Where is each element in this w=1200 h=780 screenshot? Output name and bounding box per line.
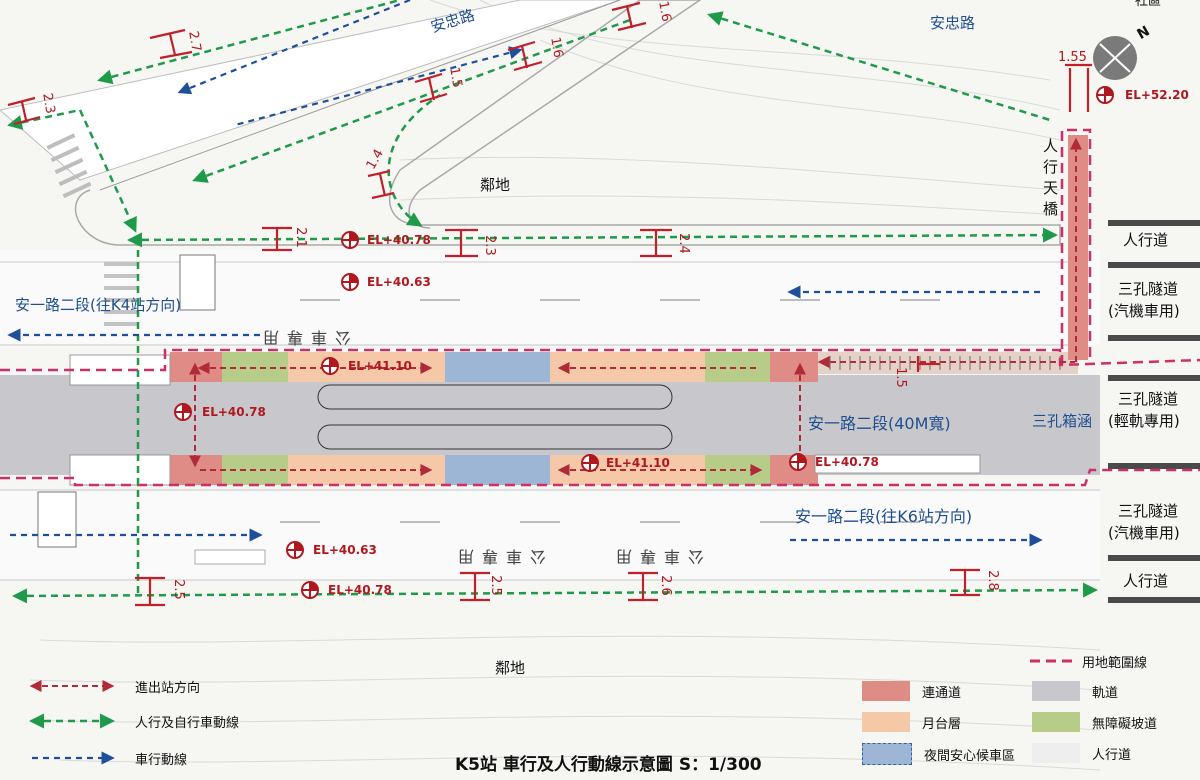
right-label-sidewalk-top: 人行道 bbox=[1123, 231, 1169, 249]
el-platform-top: EL+41.10 bbox=[348, 359, 412, 373]
el-top-a: EL+40.78 bbox=[367, 233, 431, 247]
legend-sidewalk-swatch bbox=[1032, 743, 1080, 763]
dim-2-3-road: 2.3 bbox=[481, 235, 497, 256]
pedestrian-flows bbox=[7, 0, 1098, 604]
dim-1-55: 1.55 bbox=[1058, 50, 1087, 65]
bicycle-box-south bbox=[37, 491, 77, 548]
label-overpass: 人行天橋 bbox=[1041, 138, 1059, 222]
legend-night-safe-label: 夜間安心候車區 bbox=[924, 748, 1016, 764]
legend-ramp: 無障礙坡道 bbox=[1032, 712, 1157, 732]
diagram-title: K5站 車行及人行動線示意圖 S：1/300 bbox=[455, 755, 762, 775]
legend-lines bbox=[29, 659, 1075, 765]
legend-platform-swatch bbox=[862, 712, 910, 732]
north-arrow-icon: N bbox=[1093, 23, 1153, 80]
el-right-mid: EL+40.78 bbox=[815, 455, 879, 469]
el-left-mid: EL+40.78 bbox=[202, 405, 266, 419]
label-top-right-cut: 社區 bbox=[1135, 0, 1162, 9]
pedestrian-overpass bbox=[1068, 135, 1088, 360]
el-bot-a: EL+40.63 bbox=[313, 543, 377, 557]
elevation-markers bbox=[174, 86, 1114, 599]
legend-track: 軌道 bbox=[1032, 681, 1118, 701]
bus-lane-marking-bottom-1: 公車專用 bbox=[450, 547, 547, 566]
bus-lane-marking-top: 公車專用 bbox=[255, 328, 352, 347]
dimension-markers bbox=[7, 1, 1092, 607]
label-neighbor-bottom: 鄰地 bbox=[495, 659, 526, 677]
vehicle-flows bbox=[7, 0, 1043, 547]
dim-2-8: 2.8 bbox=[984, 570, 1000, 591]
right-label-sidewalk-bot: 人行道 bbox=[1123, 572, 1169, 590]
tunnel-portals bbox=[1108, 220, 1200, 603]
legend-sidewalk: 人行道 bbox=[1032, 743, 1131, 763]
dim-2-5-mid: 2.5 bbox=[487, 575, 503, 596]
legend-connector-swatch bbox=[862, 681, 910, 701]
right-label-tunnel-car-bot-2: (汽機車用) bbox=[1108, 524, 1180, 542]
legend-vehicle-flow-label: 車行動線 bbox=[135, 753, 188, 768]
dim-2-5-left: 2.5 bbox=[170, 579, 186, 600]
legend-connector-label: 連通道 bbox=[922, 685, 962, 701]
el-bot-b: EL+40.78 bbox=[328, 583, 392, 597]
el-ne-corner: EL+52.20 bbox=[1125, 88, 1189, 102]
legend-track-label: 軌道 bbox=[1092, 685, 1119, 701]
legend-ramp-label: 無障礙坡道 bbox=[1092, 716, 1158, 732]
legend-boundary: 用地範圍線 bbox=[1082, 652, 1147, 671]
legend-night-safe-swatch bbox=[862, 743, 912, 765]
legend-ped-bike-flow-label: 人行及自行車動線 bbox=[135, 716, 240, 731]
legend-station-flow: 進出站方向 bbox=[135, 677, 200, 696]
el-top-b: EL+40.63 bbox=[367, 275, 431, 289]
right-label-tunnel-lrt-1: 三孔隧道 bbox=[1118, 390, 1179, 408]
road-label-anyi-main: 安一路二段(40M寬) bbox=[808, 414, 951, 433]
dim-1-5-overpass: 1.5 bbox=[892, 367, 908, 388]
bus-lane-marking-bottom-2: 公車專用 bbox=[608, 547, 705, 566]
legend-ped-bike-flow: 人行及自行車動線 bbox=[135, 712, 239, 731]
dim-2-4: 2.4 bbox=[675, 233, 691, 254]
legend-sidewalk-label: 人行道 bbox=[1092, 747, 1132, 763]
parking-strip-south bbox=[194, 549, 266, 565]
road-label-anzhong-right: 安忠路 bbox=[930, 14, 976, 32]
legend-connector: 連通道 bbox=[862, 681, 961, 701]
svg-text:N: N bbox=[1135, 23, 1153, 43]
legend-platform-label: 月台層 bbox=[922, 716, 962, 732]
legend-ramp-swatch bbox=[1032, 712, 1080, 732]
label-neighbor-top: 鄰地 bbox=[480, 176, 511, 194]
anyi-south-carriageway bbox=[0, 490, 1100, 580]
legend-night-safe: 夜間安心候車區 bbox=[862, 743, 1015, 765]
anzhong-road bbox=[0, 0, 1061, 246]
legend-vehicle-flow: 車行動線 bbox=[135, 749, 187, 768]
dim-2-1: 2.1 bbox=[292, 227, 308, 248]
right-label-tunnel-car-bot-1: 三孔隧道 bbox=[1118, 502, 1179, 520]
right-label-tunnel-car-top-1: 三孔隧道 bbox=[1118, 280, 1179, 298]
label-box-culvert: 三孔箱涵 bbox=[1032, 412, 1093, 430]
road-label-anyi-k4: 安一路二段(往K4站方向) bbox=[15, 296, 182, 314]
legend-platform: 月台層 bbox=[862, 712, 961, 732]
dim-2-6: 2.6 bbox=[657, 575, 673, 596]
legend-track-swatch bbox=[1032, 681, 1080, 701]
road-label-anyi-k6: 安一路二段(往K6站方向) bbox=[795, 507, 973, 526]
right-label-tunnel-lrt-2: (輕軌專用) bbox=[1108, 412, 1180, 430]
legend-station-flow-label: 進出站方向 bbox=[135, 681, 201, 696]
el-platform-bottom: EL+41.10 bbox=[606, 456, 670, 470]
crosswalk-top bbox=[46, 133, 92, 199]
right-label-tunnel-car-top-2: (汽機車用) bbox=[1108, 302, 1180, 320]
track-loops bbox=[317, 384, 673, 450]
bicycle-box-north bbox=[179, 254, 216, 311]
legend-boundary-label: 用地範圍線 bbox=[1082, 656, 1148, 671]
